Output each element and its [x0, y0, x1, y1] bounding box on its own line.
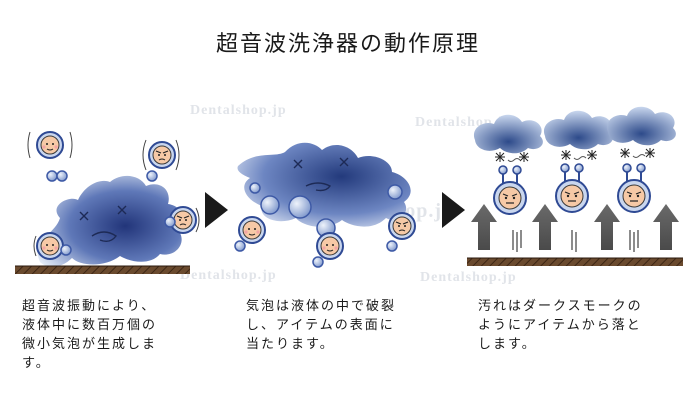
arrow-right-icon [442, 192, 465, 228]
diagram-title: 超音波洗浄器の動作原理 [215, 32, 480, 57]
spark-icon [495, 148, 655, 162]
caption-line: 当たります。 [246, 337, 335, 352]
caption-step-3: 汚れはダークスモークの ようにアイテムから落と します。 [478, 297, 643, 354]
dirt-cloud [543, 110, 613, 150]
upward-arrow-icon [471, 204, 679, 250]
watermark: Dentalshop.jp [180, 268, 277, 283]
panel-3-illustration [467, 106, 683, 266]
caption-line: 超音波振動により、 [22, 299, 157, 314]
caption-step-2: 気泡は液体の中で破裂 し、アイテムの表面に 当たります。 [246, 297, 396, 354]
caption-line: 液体中に数百万個の [22, 318, 158, 333]
arrow-right-icon [205, 192, 228, 228]
watermark: Dentalshop.jp [190, 103, 287, 118]
big-splash-face [37, 175, 184, 267]
watermark: Dentalshop.jp [420, 270, 517, 285]
panel-1-illustration [15, 131, 200, 274]
caption-line: 汚れはダークスモークの [478, 299, 643, 314]
caption-line: します。 [478, 337, 537, 352]
caption-step-1: 超音波振動により、 液体中に数百万個の 微小気泡が生成しま す。 [22, 297, 157, 373]
dirt-cloud [473, 114, 543, 154]
caption-line: し、アイテムの表面に [246, 318, 395, 333]
big-splash-face [237, 142, 411, 227]
caption-line: 気泡は液体の中で破裂 [246, 299, 397, 314]
ground-surface [15, 266, 190, 274]
dirt-cloud [606, 106, 676, 146]
caption-line: 微小気泡が生成しま [22, 337, 158, 352]
caption-line: ようにアイテムから落と [478, 318, 642, 333]
caption-line: す。 [22, 356, 51, 371]
ground-surface [467, 258, 683, 266]
panel-2-illustration [234, 142, 416, 268]
